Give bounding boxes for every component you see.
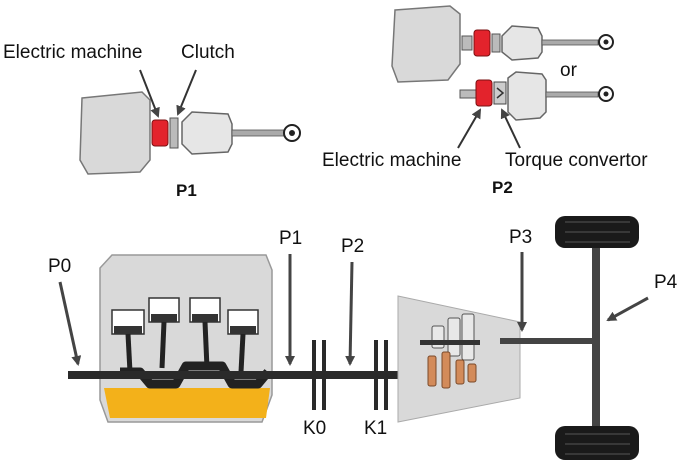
label-p0: P0	[48, 256, 72, 277]
label-p3: P3	[509, 227, 533, 248]
p1-arrangement	[79, 69, 301, 175]
label-electric-machine-top: Electric machine	[3, 42, 143, 63]
clutch-k0	[312, 340, 326, 410]
clutch-k1	[374, 340, 388, 410]
oil-sump	[104, 388, 270, 418]
label-clutch: Clutch	[181, 42, 235, 63]
p2-lower-transmission	[507, 71, 547, 121]
label-p2: P2	[341, 236, 365, 257]
transmission-housing	[397, 295, 521, 423]
p2-arrow-machine	[457, 108, 482, 149]
p2-upper-electric-machine	[473, 29, 491, 57]
caption-p1: P1	[176, 181, 197, 200]
p1-arrow-clutch	[176, 69, 197, 116]
p1-output-shaft	[231, 129, 285, 137]
p2-arrangement-lower	[457, 71, 614, 149]
transmission	[397, 295, 521, 423]
p1-transmission-bell	[181, 111, 233, 155]
p1-engine-block	[79, 91, 151, 175]
label-p4: P4	[654, 272, 678, 293]
p2-lower-electric-machine	[475, 79, 493, 107]
wheel-top	[555, 216, 639, 248]
cylinders	[111, 297, 259, 373]
engine	[99, 254, 273, 423]
p2-torque-convertor	[493, 81, 507, 105]
label-p1: P1	[279, 228, 303, 249]
label-electric-machine-p2: Electric machine	[322, 150, 462, 171]
main-shaft	[68, 371, 500, 379]
p1-clutch	[169, 117, 179, 149]
p1-arrow-machine	[139, 69, 160, 118]
rear-axle	[592, 240, 600, 440]
label-k0: K0	[303, 418, 327, 439]
p2-arrangement-upper	[391, 5, 614, 83]
prop-shaft	[500, 338, 600, 344]
arrow-p2	[345, 261, 356, 366]
arrow-p0	[58, 281, 82, 366]
wheel-bottom	[555, 426, 639, 460]
arrow-p4	[606, 296, 649, 322]
label-torque-convertor: Torque convertor	[505, 150, 648, 171]
p2-arrow-torque	[500, 108, 521, 149]
caption-p2: P2	[492, 178, 513, 197]
label-or: or	[560, 60, 577, 81]
p2-upper-engine	[391, 5, 461, 83]
label-k1: K1	[364, 418, 388, 439]
p1-electric-machine	[151, 119, 169, 147]
